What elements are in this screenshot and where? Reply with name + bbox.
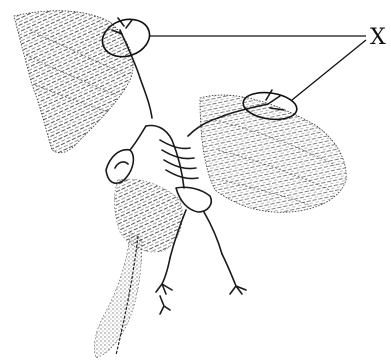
tail-feathers: [94, 232, 142, 358]
leader-lines: [150, 36, 366, 100]
label-x: X: [370, 25, 386, 50]
leader-line-right: [292, 40, 366, 100]
body-feathers: [114, 179, 182, 252]
right-wing-feathers: [200, 95, 346, 212]
